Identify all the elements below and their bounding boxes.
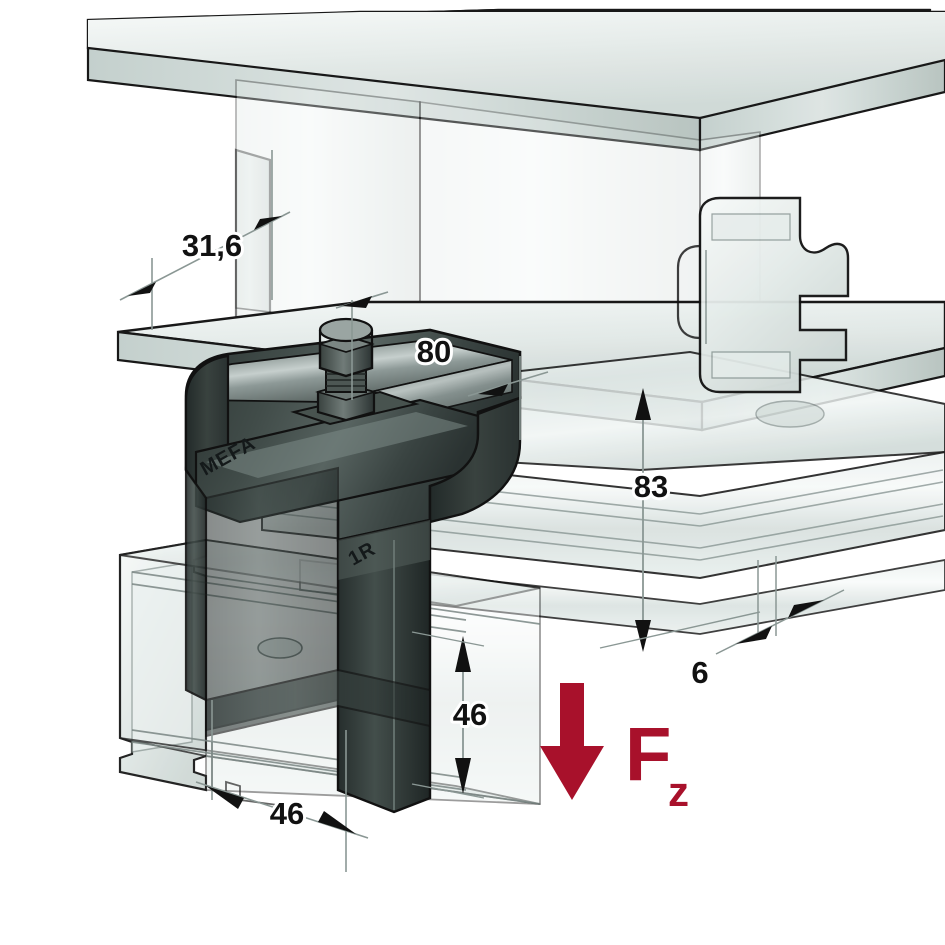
force-symbol-f: F — [625, 712, 671, 797]
beam-clamp: MEFA 1R — [184, 317, 522, 814]
i-beam-web-face — [235, 79, 421, 331]
dimension-label-6: 6 — [691, 655, 708, 690]
dimension-46-horizontal: 46 — [195, 700, 369, 872]
dim-arrow-46v-bottom — [455, 758, 471, 794]
dimension-label-83: 83 — [634, 469, 668, 504]
clamp-right-leg — [336, 518, 432, 814]
clamp-nose-return — [428, 396, 522, 524]
dim-arrow-left — [128, 282, 156, 296]
dimension-31-6: 31,6 — [119, 150, 291, 330]
dim-arrow-80-left — [342, 296, 372, 308]
dim-arrow-83-top — [635, 388, 651, 420]
dimension-6: 6 — [688, 556, 845, 693]
clamp-face-highlight — [206, 412, 468, 478]
dim-arrow-right — [254, 216, 282, 230]
clamp-left-leg — [184, 466, 208, 702]
dim-arrow-46h-right — [318, 811, 356, 834]
force-indicator-fz: F z — [540, 683, 689, 815]
dimension-label-80: 80 — [417, 334, 451, 369]
force-subscript-z: z — [668, 768, 689, 815]
dimension-46-vertical: 46 — [411, 631, 490, 799]
dimension-80: 80 — [335, 291, 549, 440]
channel-inner-return — [676, 244, 701, 340]
dim-arrow-6-left — [736, 626, 772, 644]
dim-arrow-83-bottom — [635, 620, 651, 652]
strut-channel-end-profile — [676, 196, 850, 394]
top-flange-right-edge — [698, 58, 945, 152]
dim-arrow-6-right — [788, 600, 824, 618]
dim-arrow-80-right — [478, 384, 508, 396]
dimension-label-46-horizontal: 46 — [270, 796, 304, 831]
clamp-bottom-crossbar — [205, 668, 431, 738]
channel-profile-outline — [698, 196, 850, 394]
bolt-head-top — [318, 317, 374, 343]
dimension-83: 83 — [599, 388, 761, 652]
force-arrow-down — [540, 683, 604, 800]
hex-bolt-head — [317, 317, 375, 378]
dim-arrow-46h-left — [206, 786, 244, 809]
dim-arrow-46v-top — [455, 636, 471, 672]
dimension-label-31-6: 31,6 — [182, 228, 242, 263]
dimension-label-46-vertical: 46 — [453, 697, 487, 732]
